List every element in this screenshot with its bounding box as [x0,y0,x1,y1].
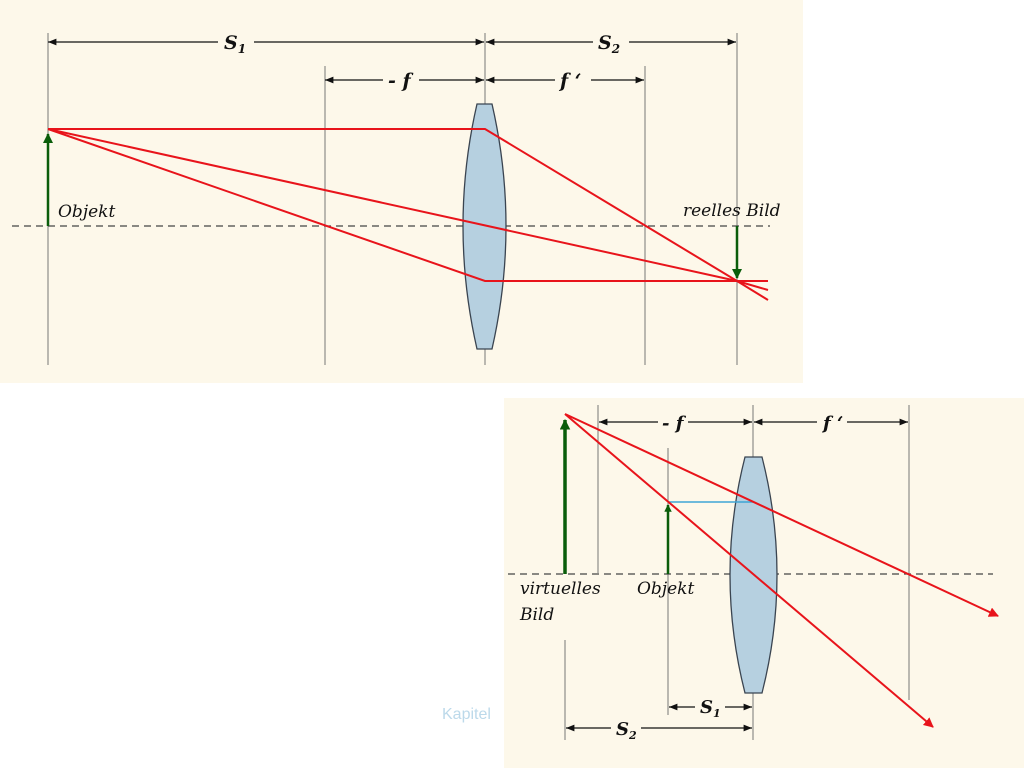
front-focal-label: - f [388,70,414,92]
object-label: Objekt [58,202,115,222]
real-image-svg: S1 S2 - f f ‘ Objekt reelles Bild [12,30,781,365]
footer-text: Kapitel [442,706,491,723]
virtual-image-diagram: - f f ‘ S1 S2 virtuelles Bild Objekt [504,398,1024,768]
back-focal-label-2: f ‘ [821,413,843,434]
s1-label-2: S1 [700,697,721,720]
light-rays [47,128,769,301]
virtual-image-label-line2: Bild [519,605,554,625]
convex-lens [462,103,507,350]
s1-label: S1 [224,32,246,56]
front-focal-label-2: - f [662,413,687,434]
s2-label-2: S2 [616,719,637,742]
real-image-label: reelles Bild [683,201,781,221]
virtual-image-label-line1: virtuelles [520,579,601,599]
back-focal-label: f ‘ [558,70,581,92]
virtual-image-svg: - f f ‘ S1 S2 virtuelles Bild Objekt [508,405,999,742]
light-rays-2 [564,413,999,728]
object-label-2: Objekt [637,579,694,599]
s2-label: S2 [598,32,620,56]
real-image-diagram: S1 S2 - f f ‘ Objekt reelles Bild [0,0,803,383]
